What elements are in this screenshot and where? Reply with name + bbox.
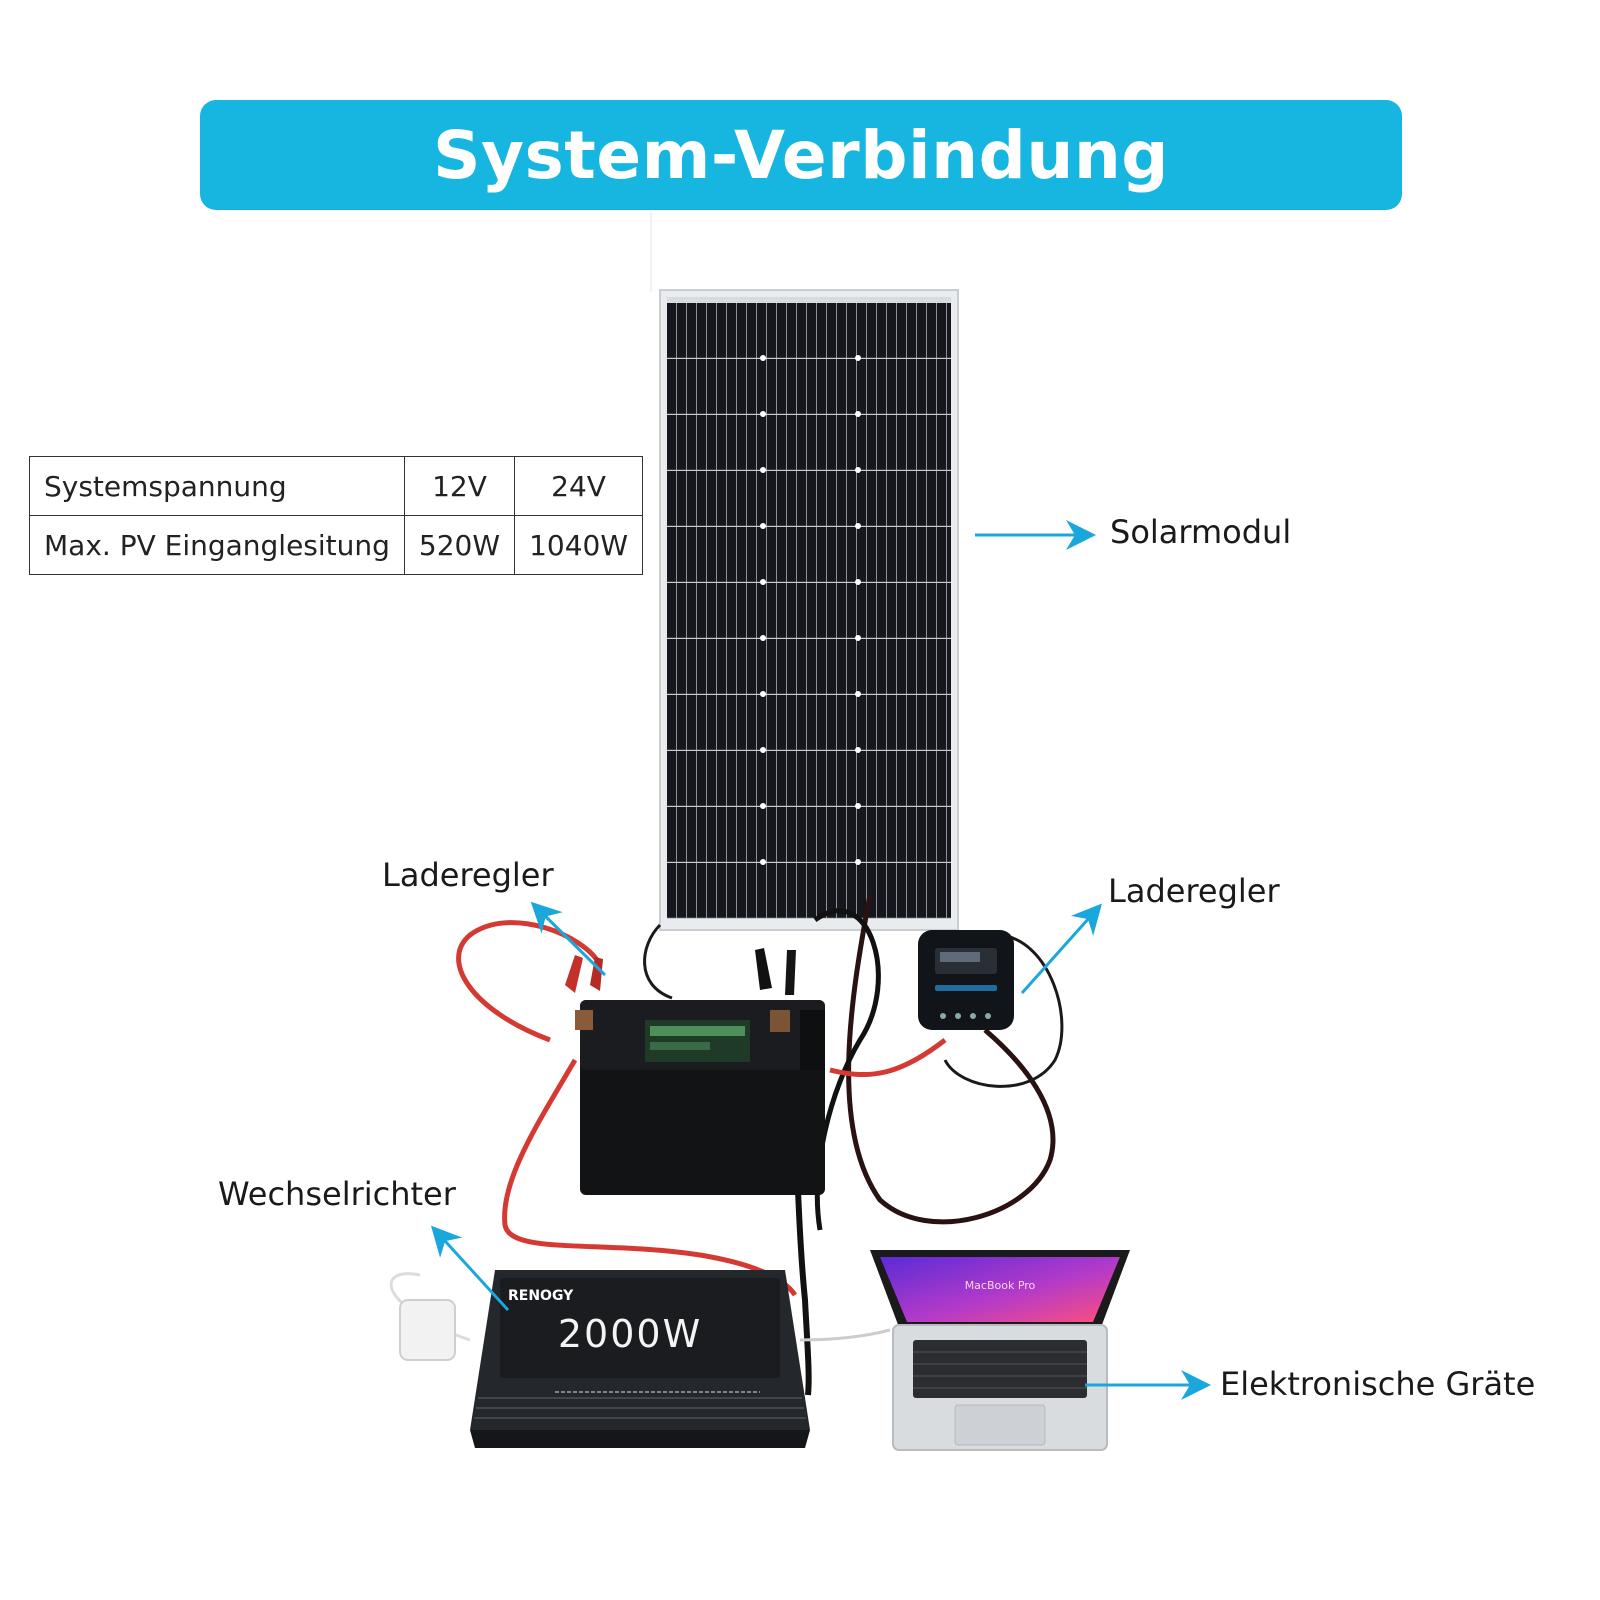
title-banner: System-Verbindung	[200, 100, 1402, 210]
table-cell: Max. PV Einganglesitung	[29, 515, 405, 575]
inverter-power: 2000W	[558, 1312, 702, 1356]
spec-table: Systemspannung 12V 24V Max. PV Eingangle…	[29, 456, 644, 575]
label-elektronische-geraete: Elektronische Gräte	[1220, 1365, 1536, 1403]
charge-controller	[918, 930, 1014, 1030]
arrow-laderegler-right	[1020, 903, 1102, 994]
clamp-red-left	[565, 955, 603, 1030]
label-laderegler-right: Laderegler	[1108, 872, 1280, 910]
table-cell: 520W	[403, 515, 516, 575]
table-cell: 24V	[514, 456, 644, 516]
table-cell: 12V	[403, 456, 516, 516]
table-cell: Systemspannung	[29, 456, 405, 516]
inverter: RENOGY 2000W	[470, 1270, 810, 1448]
table-row: Systemspannung 12V 24V	[29, 456, 644, 516]
battery	[580, 1000, 825, 1195]
table-row: Max. PV Einganglesitung 520W 1040W	[29, 515, 644, 575]
power-adapter	[389, 1272, 471, 1361]
laptop: MacBook Pro	[870, 1250, 1130, 1451]
laptop-screen-text: MacBook Pro	[965, 1279, 1036, 1292]
page-title: System-Verbindung	[432, 116, 1170, 194]
arrow-laderegler-left	[530, 901, 607, 977]
solar-panel	[659, 289, 959, 931]
inverter-brand: RENOGY	[508, 1288, 574, 1304]
arrow-wechselrichter	[430, 1225, 510, 1312]
table-cell: 1040W	[514, 515, 644, 575]
label-solarmodul: Solarmodul	[1110, 513, 1292, 551]
label-wechselrichter: Wechselrichter	[218, 1175, 456, 1213]
clamp-black-right	[755, 948, 796, 1032]
label-laderegler-left: Laderegler	[382, 856, 554, 894]
